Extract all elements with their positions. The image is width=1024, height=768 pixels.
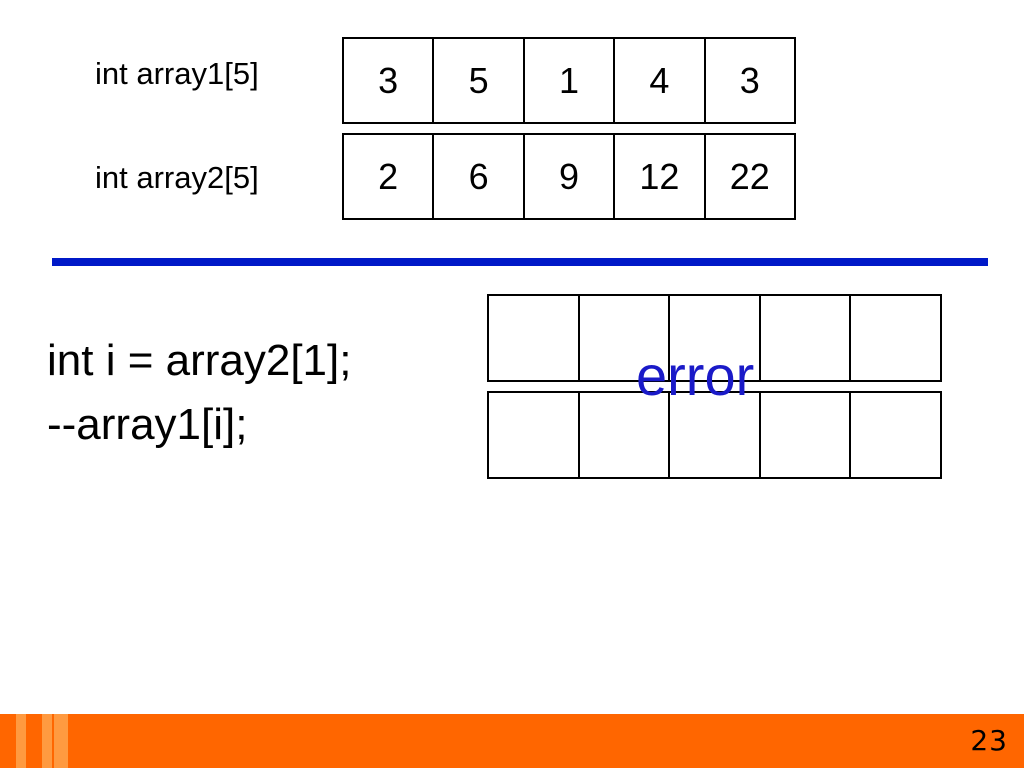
result-array1-table — [487, 294, 942, 382]
result-array1-cell — [849, 294, 942, 382]
result-array1-cell — [487, 294, 580, 382]
array2-cell: 12 — [613, 133, 706, 220]
result-array2-cell — [668, 391, 761, 479]
array2-cell: 22 — [703, 133, 797, 220]
footer-stripe — [42, 714, 52, 768]
code-line-1: int i = array2[1]; — [47, 336, 352, 385]
footer-bar — [0, 714, 1024, 768]
result-array2-cell — [758, 391, 852, 479]
result-array2-cell — [487, 391, 580, 479]
result-array2-table — [487, 391, 942, 479]
array1-cell: 3 — [703, 37, 797, 124]
array1-cell: 5 — [432, 37, 525, 124]
error-text: error — [636, 344, 755, 407]
result-array1-cell — [758, 294, 852, 382]
array2-cell: 6 — [432, 133, 525, 220]
page-number: 23 — [970, 724, 1008, 757]
array1-cell: 4 — [613, 37, 706, 124]
section-divider — [52, 258, 988, 266]
array1-label: int array1[5] — [95, 56, 259, 91]
array1-cell: 3 — [341, 37, 435, 124]
array2-cell: 9 — [522, 133, 616, 220]
array2-table: 2 6 9 12 22 — [341, 133, 797, 220]
array2-label: int array2[5] — [95, 160, 259, 195]
result-array1-cell — [577, 294, 671, 382]
code-line-2: --array1[i]; — [47, 400, 248, 449]
array2-cell: 2 — [341, 133, 435, 220]
array1-cell: 1 — [522, 37, 616, 124]
result-array2-cell — [577, 391, 671, 479]
result-array1-cell — [668, 294, 761, 382]
array1-table: 3 5 1 4 3 — [341, 37, 797, 124]
footer-stripe — [16, 714, 26, 768]
result-array2-cell — [849, 391, 942, 479]
footer-stripe — [54, 714, 68, 768]
